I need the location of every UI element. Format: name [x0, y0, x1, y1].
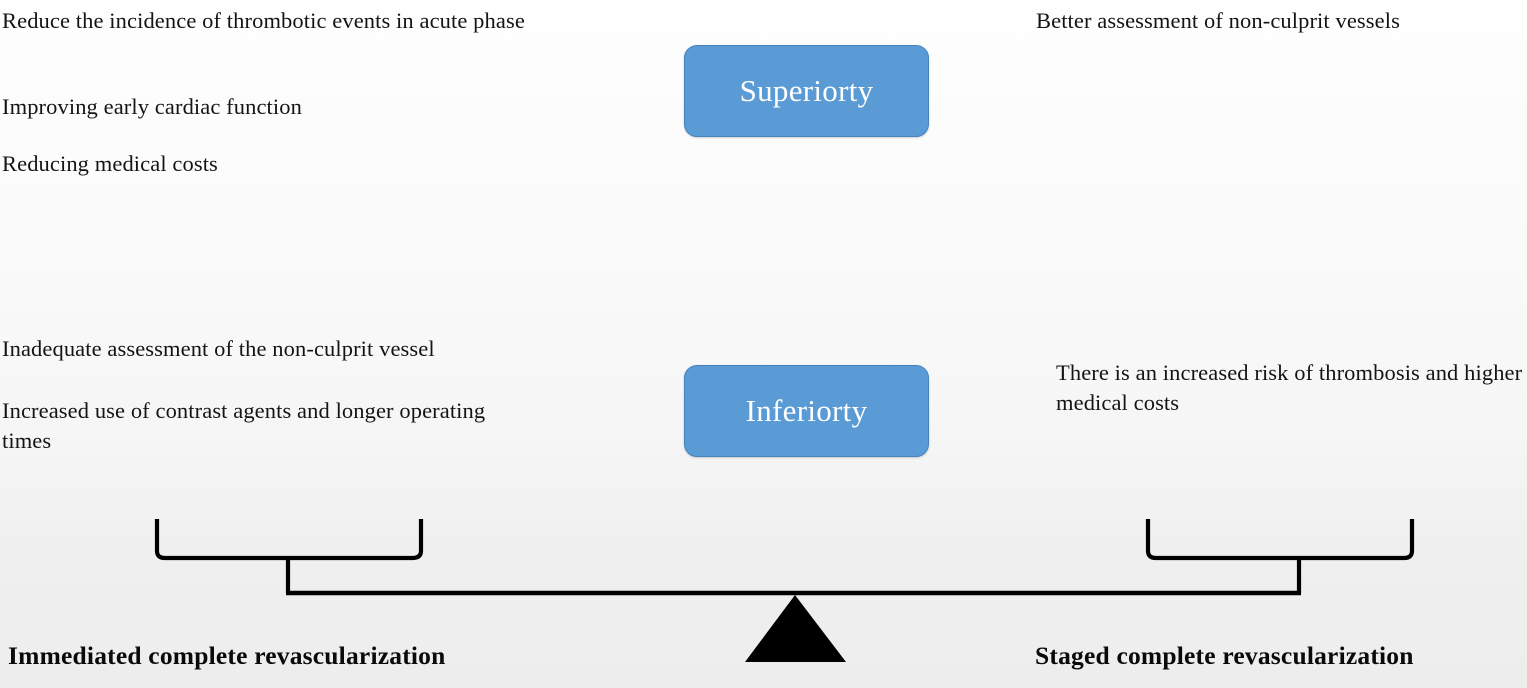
superiority-label-box: Superiorty — [684, 45, 929, 137]
inferiority-label-box: Inferiorty — [684, 365, 929, 457]
inferiority-left-item-2: Increased use of contrast agents and lon… — [2, 398, 491, 453]
superiority-left-item-1: Reduce the incidence of thrombotic event… — [2, 8, 525, 33]
left-arm-caption: Immediated complete revascularization — [8, 641, 446, 670]
right-pan — [1145, 519, 1415, 561]
fulcrum-triangle — [745, 595, 846, 662]
inferiority-right-item-1: There is an increased risk of thrombosis… — [1056, 360, 1523, 415]
right-arm-caption: Staged complete revascularization — [1035, 641, 1414, 670]
superiority-right-item-1: Better assessment of non-culprit vessels — [1036, 8, 1400, 33]
superiority-label-text: Superiorty — [739, 73, 874, 108]
left-pan — [154, 519, 424, 561]
superiority-left-item-3: Reducing medical costs — [2, 151, 218, 176]
inferiority-left-item-1: Inadequate assessment of the non-culprit… — [2, 336, 435, 361]
inferiority-label-text: Inferiorty — [745, 393, 868, 428]
balance-scale — [154, 519, 1415, 662]
superiority-left-item-2: Improving early cardiac function — [2, 94, 302, 119]
